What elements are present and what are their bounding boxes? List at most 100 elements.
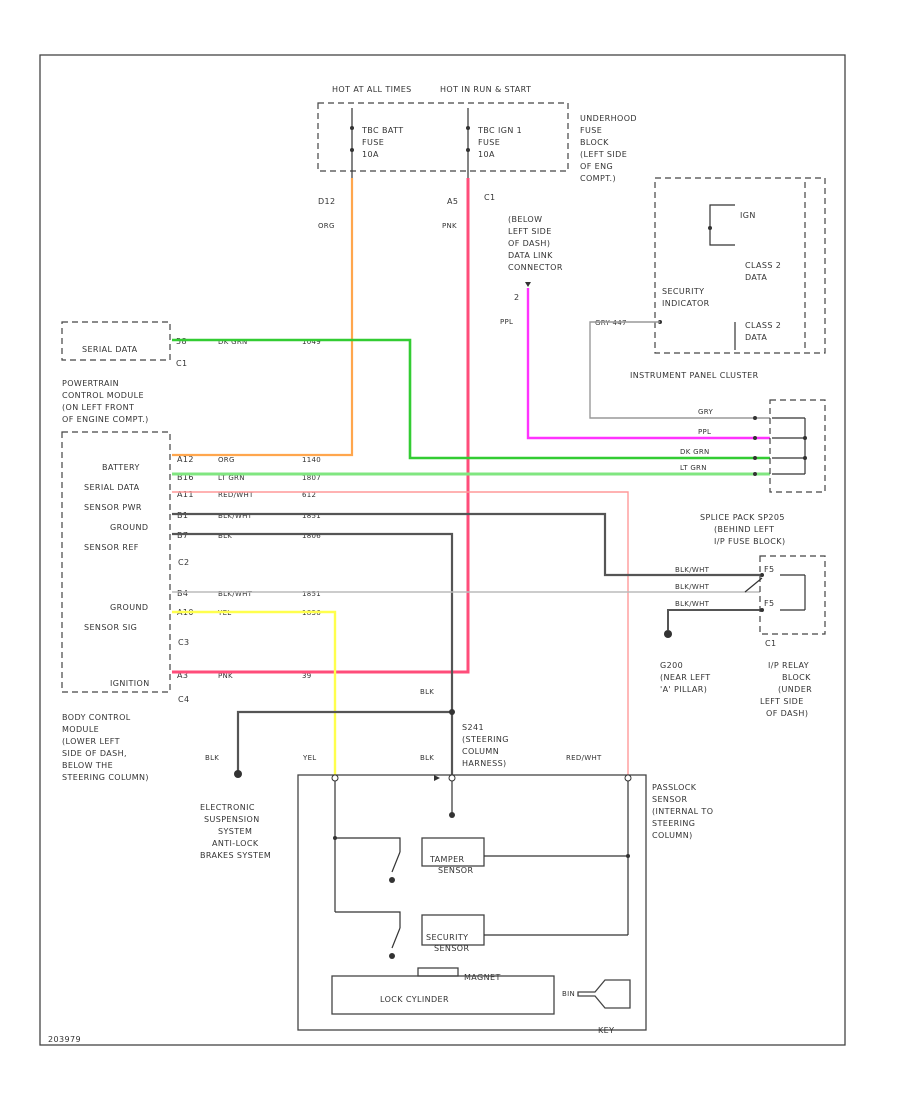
pcm-name-3: (ON LEFT FRONT [62, 403, 134, 412]
passlock-name-2: SENSOR [652, 795, 687, 804]
pcm-ignition-label: IGNITION [110, 679, 150, 688]
serial-data-pin: 58 [176, 337, 187, 346]
serial-data-label: SERIAL DATA [82, 345, 138, 354]
key-icon [577, 979, 631, 1009]
pcm-wire-pnk: PNK [218, 672, 233, 680]
bcm-name-5: BELOW THE [62, 761, 113, 770]
relay-wire-2: BLK/WHT [675, 583, 710, 591]
fuse-block-name-5: OF ENG [580, 162, 613, 171]
security-indicator-1: SECURITY [662, 287, 704, 296]
diagram-frame [39, 54, 846, 1046]
fuse2-line2: FUSE [478, 138, 500, 147]
serial-data-wire: DK GRN [218, 338, 248, 346]
passlock-name-4: STEERING [652, 819, 695, 828]
hot-in-run-label: HOT IN RUN & START [440, 85, 531, 94]
wire-redwht [172, 491, 629, 778]
pcm-circuit-1851: 1851 [302, 512, 321, 520]
fuse-pin-d12: D12 [318, 197, 336, 206]
pnk-wire-label: PNK [442, 222, 457, 230]
g200-ground-icon [664, 630, 672, 638]
bcm-name-3: (LOWER LEFT [62, 737, 120, 746]
g200-label-1: G200 [660, 661, 683, 670]
pcm-circuit-39: 39 [302, 672, 312, 680]
splice-wire-ppl: PPL [698, 428, 711, 436]
fuse-pin-a5: A5 [447, 197, 458, 206]
s241-1: S241 [462, 723, 484, 732]
dlc-wire-label: PPL [500, 318, 513, 326]
ess-label: ELECTRONIC SUSPENSION SYSTEM ANTI-LOCK B… [200, 803, 271, 860]
passlock-name-1: PASSLOCK [652, 783, 697, 792]
fuse2-line1: TBC IGN 1 [477, 126, 522, 135]
splice-wire-ltgrn: LT GRN [680, 464, 707, 472]
passlock-name-3: (INTERNAL TO [652, 807, 713, 816]
instrument-panel-cluster: IGN CLASS 2 DATA SECURITY INDICATOR CLAS… [595, 177, 826, 380]
serial-data-circuit: 1049 [302, 338, 321, 346]
bcm-name-4: SIDE OF DASH, [62, 749, 127, 758]
pcm-ground2-label: GROUND [110, 603, 148, 612]
lock-cylinder [331, 975, 555, 1015]
pcm-pin-b7: B7 [177, 531, 188, 540]
pcm-wire-ltgrn: LT GRN [218, 474, 245, 482]
fuse-pin-c1: C1 [484, 193, 495, 202]
key-label: KEY [598, 1026, 614, 1035]
bcm-name-6: STEERING COLUMN) [62, 773, 149, 782]
blk-label-3: BLK [420, 754, 434, 762]
blk-label-2: BLK [205, 754, 219, 762]
middle-labels: BLK BLK YEL BLK RED/WHT S241 (STEERING C… [205, 688, 602, 781]
tamper-2: SENSOR [438, 866, 473, 875]
pcm-pin-b1: B1 [177, 511, 188, 520]
cluster-class2-2b: DATA [745, 333, 767, 342]
s241-3: COLUMN [462, 747, 499, 756]
splice-wire-dkgrn: DK GRN [680, 448, 710, 456]
pcm-pin-b16: B16 [177, 473, 194, 482]
pcm-c4: C4 [178, 695, 189, 704]
relay-name-4: LEFT SIDE [760, 697, 804, 706]
fuse1-line2: FUSE [362, 138, 384, 147]
splice-name-2: (BEHIND LEFT [714, 525, 774, 534]
splice-name-1: SPLICE PACK SP205 [700, 513, 785, 522]
pcm-sensorref-label: SENSOR REF [84, 543, 139, 552]
ess-terminal [234, 770, 242, 778]
serial-data-conn: C1 [176, 359, 187, 368]
relay-name-3: (UNDER [778, 685, 812, 694]
ess-name-3: SYSTEM [218, 827, 252, 836]
bcm-name-1: BODY CONTROL [62, 713, 131, 722]
relay-conn: C1 [765, 639, 776, 648]
lock-cylinder-label: LOCK CYLINDER [380, 995, 449, 1004]
bcm-name-2: MODULE [62, 725, 99, 734]
pcm-serial-label: SERIAL DATA [84, 483, 140, 492]
pcm-wire-org: ORG [218, 456, 235, 464]
blk-label-1: BLK [420, 688, 434, 696]
pcm-battery-label: BATTERY [102, 463, 140, 472]
data-link-connector: (BELOW LEFT SIDE OF DASH) DATA LINK CONN… [500, 215, 562, 326]
s241-4: HARNESS) [462, 759, 507, 768]
wire-blkwht-1 [172, 512, 760, 577]
magnet-block [417, 967, 459, 977]
relay-pin-1: F5 [764, 565, 775, 574]
cluster-class2-1b: DATA [745, 273, 767, 282]
relay-wire-3: BLK/WHT [675, 600, 710, 608]
wires [172, 178, 770, 778]
s241-2: (STEERING [462, 735, 509, 744]
dlc-name-3: OF DASH) [508, 239, 550, 248]
g200-ground: G200 (NEAR LEFT 'A' PILLAR) [660, 661, 710, 694]
security-2: SENSOR [434, 944, 469, 953]
wire-org [172, 178, 354, 457]
pcm-pin-a11: A11 [177, 490, 194, 499]
magnet-label: MAGNET [464, 973, 501, 982]
dlc-pin: 2 [514, 293, 520, 302]
pcm-sensorpwr-label: SENSOR PWR [84, 503, 142, 512]
pcm-name-4: OF ENGINE COMPT.) [62, 415, 149, 424]
bcm-label: BODY CONTROL MODULE (LOWER LEFT SIDE OF … [62, 713, 149, 782]
bin-label: BIN [562, 990, 575, 998]
tamper-sensor [421, 837, 485, 867]
hot-at-all-times-label: HOT AT ALL TIMES [332, 85, 412, 94]
pcm-circuit-1851b: 1851 [302, 590, 321, 598]
splice-pack: GRY PPL DK GRN LT GRN SPLICE PACK SP205 … [680, 399, 826, 546]
g200-label-3: 'A' PILLAR) [660, 685, 707, 694]
fuse-block-name-2: FUSE [580, 126, 602, 135]
fuse2-line3: 10A [478, 150, 495, 159]
fuse-block-name-1: UNDERHOOD [580, 114, 637, 123]
passlock-sensor: TAMPER SENSOR SECURITY SENSOR MAGNET LOC… [297, 774, 713, 1035]
